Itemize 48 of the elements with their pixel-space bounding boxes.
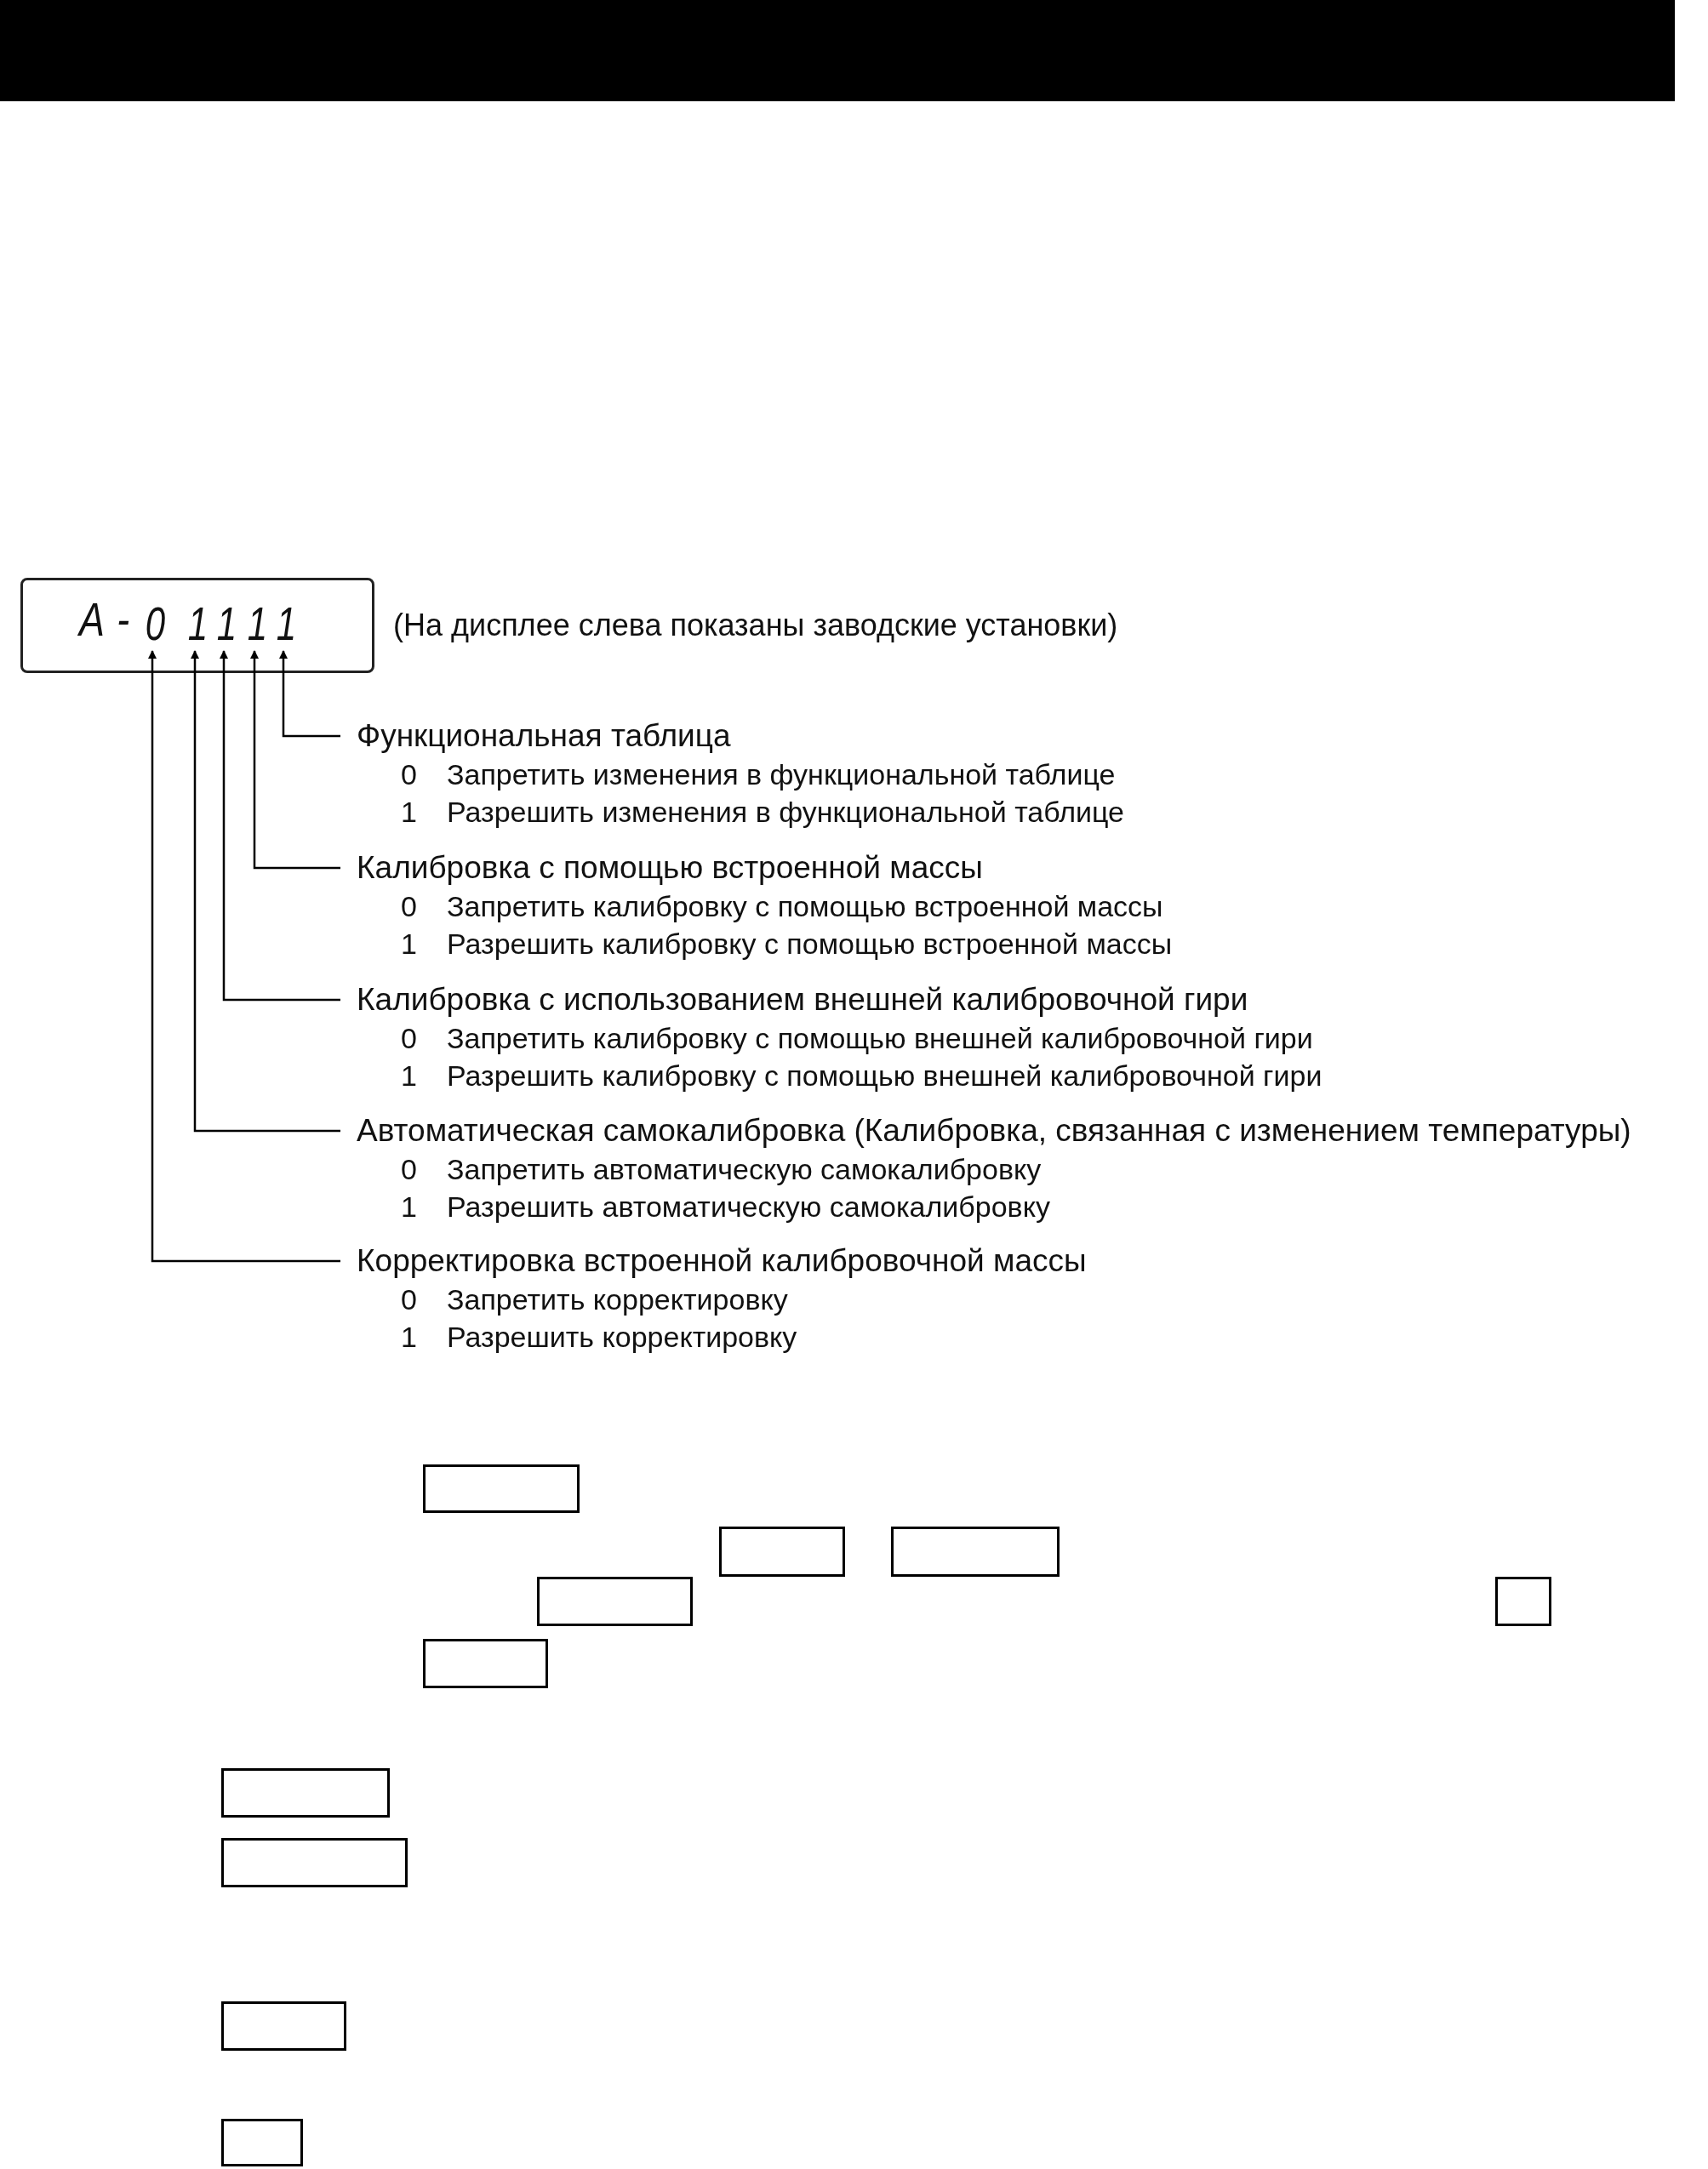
option-value: 0 bbox=[401, 757, 418, 792]
leader-arrow bbox=[191, 650, 340, 1133]
display-digit: 1 bbox=[247, 597, 267, 654]
leader-arrow bbox=[220, 650, 340, 1002]
option-description: Запретить корректировку bbox=[447, 1282, 788, 1317]
option-value: 0 bbox=[401, 1152, 418, 1187]
display-text: A- bbox=[79, 594, 142, 645]
empty-box bbox=[221, 2001, 346, 2051]
option-description: Запретить автоматическую самокалибровку bbox=[447, 1152, 1042, 1187]
empty-box bbox=[423, 1639, 548, 1688]
setting-heading: Калибровка с помощью встроенной массы bbox=[357, 849, 984, 887]
display-digit: 1 bbox=[276, 597, 296, 654]
display-digit: 1 bbox=[216, 597, 237, 654]
empty-box bbox=[221, 1838, 408, 1887]
setting-heading: Функциональная таблица bbox=[357, 717, 732, 755]
option-value: 0 bbox=[401, 1021, 418, 1056]
option-description: Запретить калибровку с помощью встроенной массы bbox=[447, 889, 1163, 924]
display-digit: 1 bbox=[187, 597, 208, 654]
option-description: Разрешить корректировку bbox=[447, 1320, 797, 1355]
option-description: Запретить калибровку с помощью внешней калибровочной гири bbox=[447, 1021, 1313, 1056]
display-note: (На дисплее слева показаны заводские установки) bbox=[393, 607, 1118, 644]
empty-box bbox=[423, 1464, 580, 1513]
setting-heading: Калибровка с использованием внешней калибровочной гири bbox=[357, 981, 1249, 1019]
option-description: Разрешить калибровку с помощью внешней калибровочной гири bbox=[447, 1059, 1322, 1093]
option-description: Разрешить изменения в функциональной таблице bbox=[447, 795, 1125, 830]
option-value: 1 bbox=[401, 1190, 418, 1224]
option-value: 0 bbox=[401, 889, 418, 924]
leader-arrow bbox=[279, 650, 340, 738]
empty-box bbox=[1495, 1577, 1551, 1626]
option-value: 1 bbox=[401, 927, 418, 962]
option-value: 1 bbox=[401, 1320, 418, 1355]
display-digit: 0 bbox=[145, 597, 165, 654]
setting-heading: Корректировка встроенной калибровочной массы bbox=[357, 1242, 1087, 1280]
lcd-display bbox=[20, 578, 374, 673]
option-value: 1 bbox=[401, 795, 418, 830]
empty-box bbox=[719, 1527, 845, 1577]
empty-box bbox=[891, 1527, 1060, 1577]
leader-arrow bbox=[250, 650, 340, 870]
empty-box bbox=[537, 1577, 693, 1626]
empty-box bbox=[221, 2119, 303, 2166]
option-description: Разрешить автоматическую самокалибровку bbox=[447, 1190, 1050, 1224]
option-description: Разрешить калибровку с помощью встроенной массы bbox=[447, 927, 1173, 962]
option-description: Запретить изменения в функциональной таблице bbox=[447, 757, 1116, 792]
leader-arrow bbox=[148, 650, 340, 1263]
option-value: 1 bbox=[401, 1059, 418, 1093]
option-value: 0 bbox=[401, 1282, 418, 1317]
setting-heading: Автоматическая самокалибровка (Калибровка, связанная с изменением температуры) bbox=[357, 1112, 1631, 1150]
empty-box bbox=[221, 1768, 390, 1818]
